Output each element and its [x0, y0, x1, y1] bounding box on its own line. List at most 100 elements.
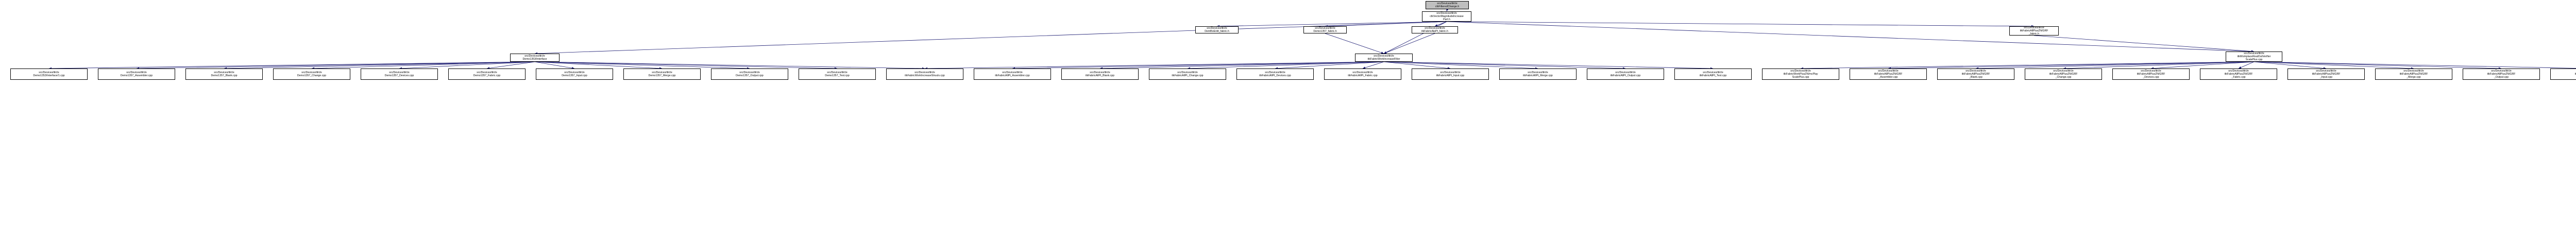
node-label-line: itkFabricWorkPlusZN/mcPlay	[1783, 72, 1818, 76]
node-label-line: itkFabricAllPlusZN/GRF	[2487, 72, 2516, 76]
node-label-line: src/Devices/itkVe	[1177, 71, 1198, 74]
node-label-line: itkFabricAllPlusZN/GRF	[2137, 72, 2165, 76]
node-label-line: itkFabricAllPlusZN/GRF	[2312, 72, 2341, 76]
node-label-line: Demo1353/Interface	[522, 58, 547, 61]
node-label-line: src/Devices/itkVe	[827, 71, 848, 74]
node-label-line: src/Devices/itkVe	[1374, 54, 1394, 58]
node-label-line: Demo1357_Blank.cpp	[211, 74, 238, 77]
graph-leaf-node-29[interactable]: src/Devices/itkVeitkFabricAllPlusZN/GRF_…	[2550, 68, 2576, 80]
node-label-line: src/Devices/itkVe	[214, 71, 234, 74]
node-label-line: src/Devices/itkVe	[1002, 71, 1023, 74]
node-label-line: src/Devices/itkVe	[2491, 69, 2512, 73]
node-label-line: itkFabricAllPt_Output.cpp	[1610, 74, 1641, 77]
node-label-line: src/Devices/itkVe	[301, 71, 322, 74]
node-label-line: src/Devices/itkVe	[1436, 11, 1457, 15]
node-label-line: itkFabricAllPlusZN/GRF	[2020, 29, 2048, 32]
node-label-line: src/Devices/itkVe	[1265, 71, 1285, 74]
node-label-line: src/Devices/itkVe	[1315, 26, 1335, 30]
node-label-line: itkFabricAlpPt_fabric.h	[1421, 30, 1448, 33]
node-label-line: src/Devices/itkVe	[1965, 69, 1986, 73]
node-label-line: _Assembler.cpp	[1878, 76, 1898, 79]
node-label-line: src/Devices/itkVe	[2228, 69, 2249, 73]
node-label-line: Demo1357_Input.cpp	[562, 74, 587, 77]
node-label-line: src/Devices/itkVe	[1425, 26, 1445, 30]
node-label-line: itkFabricAllPt_Devices.cpp	[1259, 74, 1291, 77]
node-label-line: src/Devices/itkVe	[1352, 71, 1373, 74]
node-label-line: Demo1357_Devices.cpp	[384, 74, 414, 77]
node-label-line: _Merge.cpp	[2406, 76, 2421, 79]
node-label-line: ctkVectorMagnitudeIncrease	[1430, 14, 1464, 18]
node-label-line: itkFabricAllPlusZN/GRF	[2224, 72, 2253, 76]
node-label-line: _fabric.h	[2029, 32, 2039, 36]
node-label-line: _Fabric.cpp	[2231, 76, 2246, 79]
node-label-line: Part.h	[1443, 18, 1450, 22]
node-label-line: itkFabricAllPt_Fabric.cpp	[1348, 74, 1378, 77]
node-label-line: src/Devices/itkVe	[126, 71, 147, 74]
node-label-line: itkFabricAllPlusZN/GRF	[1874, 72, 1903, 76]
node-label-line: DemBoEntit_fabric.h	[1205, 30, 1229, 33]
node-label-line: src/Devices/itkVe	[1440, 71, 1461, 74]
node-label-line: src/Devices/itkVe	[2244, 51, 2264, 55]
node-label-line: src/Devices/itkVe	[2316, 69, 2336, 73]
node-label-line: Demo1357_fabric.h	[1313, 30, 1337, 33]
node-label-line: Demo1353/Interface/1.cpp	[33, 74, 65, 77]
node-label-line: src/Devices/itkVe	[2141, 69, 2161, 73]
node-label-line: src/Devices/itkVe	[2024, 26, 2044, 29]
node-label-line: src/Devices/itkVe	[1615, 71, 1636, 74]
node-label-line: src/Devices/itkVe	[1703, 71, 1723, 74]
node-label-line: _Change.cpp	[2055, 76, 2072, 79]
node-label-line: src/Devices/itkVe	[1528, 71, 1548, 74]
node-label-line: itkFabricAllPlusZN/GRF	[2399, 72, 2428, 76]
node-label-line: Demo1357_Merge.cpp	[648, 74, 676, 77]
node-label-line: Demo1357_Output.cpp	[736, 74, 764, 77]
node-label-line: Demo1357_Assembler.cpp	[120, 74, 153, 77]
node-label-line: itkFabricAllPlusZN/GRF	[1961, 72, 1990, 76]
node-label-line: ScalePlus.cpp	[1792, 76, 1809, 79]
node-label-line: itkFabricAllPt_Input.cpp	[1436, 74, 1465, 77]
node-label-line: src/Devices/itkVe	[39, 71, 59, 74]
node-label-line: src/Devices/itkVe	[389, 71, 410, 74]
node-label-line: itkFabricAllPt_Merge.cpp	[1523, 74, 1553, 77]
node-label-line: ctkFilteredChange.h	[1435, 5, 1460, 8]
node-label-line: src/Devices/itkVe	[2053, 69, 2074, 73]
